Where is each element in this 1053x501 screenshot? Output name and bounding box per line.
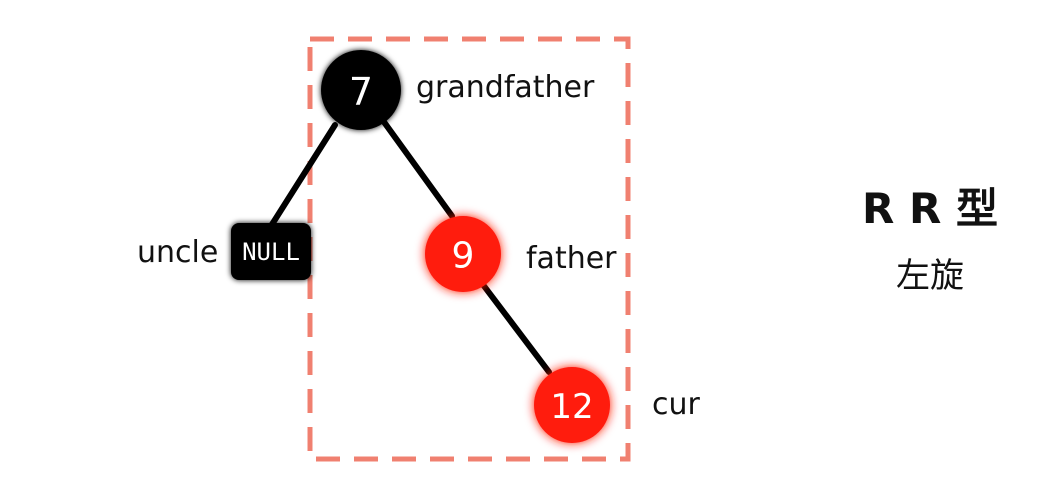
- case-subtitle: 左旋: [896, 256, 964, 296]
- node-cur: 12: [534, 367, 610, 443]
- edge-grandfather-father: [381, 119, 455, 219]
- edge-grandfather-uncle: [268, 122, 338, 229]
- label-uncle: uncle: [137, 235, 218, 270]
- label-cur: cur: [652, 387, 701, 422]
- edge-father-cur: [481, 283, 552, 375]
- label-father: father: [526, 241, 617, 276]
- node-grandfather: 7: [321, 50, 401, 130]
- node-uncle-value: NULL: [242, 238, 300, 266]
- label-grandfather: grandfather: [416, 70, 595, 105]
- node-cur-value: 12: [550, 387, 593, 427]
- node-uncle-null: NULL: [231, 223, 311, 280]
- node-father-value: 9: [452, 236, 475, 277]
- node-father: 9: [425, 216, 501, 292]
- node-grandfather-value: 7: [349, 70, 373, 114]
- case-title: R R 型: [862, 184, 998, 233]
